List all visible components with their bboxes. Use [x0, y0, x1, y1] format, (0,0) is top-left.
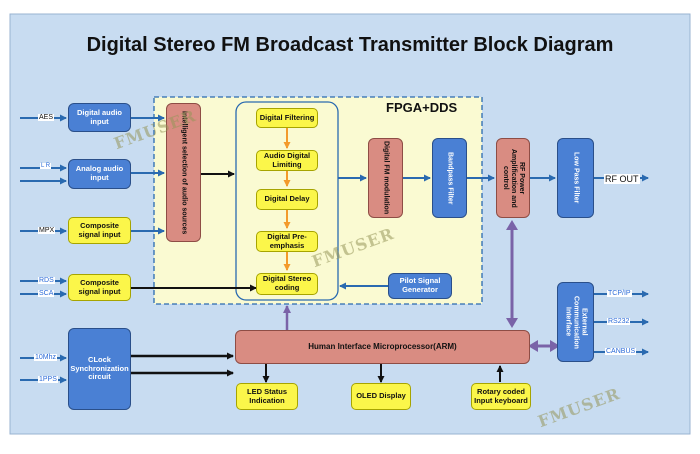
- composite-signal-input-block-1: Composite signal input: [68, 217, 131, 244]
- canbus-label: CANBUS: [605, 348, 637, 355]
- oled-display-block: OLED Display: [351, 383, 411, 410]
- clock-synchronization-block: CLock Synchronization circuit: [68, 328, 131, 410]
- pps-label: 1PPS: [38, 376, 58, 383]
- rf-power-amplification-block: RF Power Amplification and control: [496, 138, 530, 218]
- rf-out-label: RF OUT: [604, 174, 640, 184]
- bandpass-filter-block: Bandpass Filter: [432, 138, 467, 218]
- audio-digital-limiting-block: Audio Digital Limiting: [256, 150, 318, 171]
- mpx-label: MPX: [38, 227, 56, 234]
- rds-label: RDS: [38, 277, 55, 284]
- page-title: Digital Stereo FM Broadcast Transmitter …: [86, 34, 614, 56]
- aes-label: AES: [38, 114, 55, 121]
- external-communication-interface-block: External Communication Interface: [557, 282, 594, 362]
- intelligent-selection-block: Intelligent selection of audio sources: [166, 103, 201, 242]
- led-status-indication-block: LED Status Indication: [236, 383, 298, 410]
- digital-audio-input-block: Digital audio input: [68, 103, 131, 132]
- tcpip-label: TCP/IP: [607, 290, 632, 297]
- digital-delay-block: Digital Delay: [256, 189, 318, 210]
- clk-10mhz-label: 10Mhz: [34, 354, 58, 361]
- human-interface-microprocessor-block: Human Interface Microprocessor(ARM): [235, 330, 530, 364]
- sca-label: SCA: [38, 290, 55, 297]
- lr-label: L R: [40, 163, 52, 169]
- rotary-input-keyboard-block: Rotary coded Input keyboard: [471, 383, 531, 410]
- rs232-label: RS232: [607, 318, 631, 325]
- digital-filtering-block: Digital Filtering: [256, 108, 318, 128]
- digital-fm-modulation-block: Digital FM modulation: [368, 138, 403, 218]
- analog-audio-input-block: Analog audio input: [68, 159, 131, 189]
- low-pass-filter-block: Low Pass Filter: [557, 138, 594, 218]
- pilot-signal-generator-block: Pilot Signal Generator: [388, 273, 452, 299]
- digital-pre-emphasis-block: Digital Pre-emphasis: [256, 231, 318, 252]
- digital-stereo-coding-block: Digital Stereo coding: [256, 273, 318, 295]
- fpga-label: FPGA+DDS: [386, 100, 458, 115]
- composite-signal-input-block-2: Composite signal input: [68, 274, 131, 301]
